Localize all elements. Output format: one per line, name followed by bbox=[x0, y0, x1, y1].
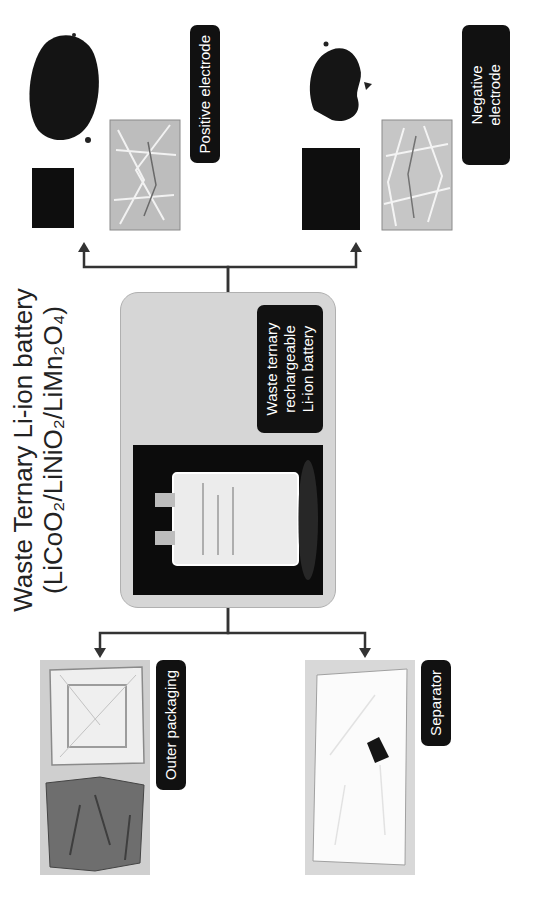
diagram-title: Waste Ternary Li-ion battery (LiCoO₂/LiN… bbox=[8, 260, 68, 640]
component-group: Separator bbox=[305, 660, 451, 875]
component-label: Outer packaging bbox=[156, 660, 186, 790]
anode-photo bbox=[296, 25, 456, 240]
flow-arrow bbox=[228, 242, 362, 292]
battery-photo bbox=[133, 445, 323, 595]
component-label: Positive electrode bbox=[190, 25, 220, 163]
arrow-line bbox=[100, 608, 228, 649]
component-label: Negative electrode bbox=[462, 25, 510, 165]
arrow-head bbox=[359, 648, 371, 658]
separator-photo bbox=[305, 660, 415, 875]
flow-arrow bbox=[228, 608, 371, 658]
component-group: Outer packaging bbox=[40, 660, 186, 875]
arrow-line bbox=[228, 608, 365, 649]
arrow-head bbox=[78, 242, 90, 252]
component-group: Positive electrode bbox=[24, 25, 220, 240]
arrow-line bbox=[84, 251, 228, 292]
flow-arrow bbox=[78, 242, 228, 292]
arrow-line bbox=[228, 251, 356, 292]
component-label: Waste ternary rechargeable Li-ion batter… bbox=[257, 305, 323, 433]
cathode-photo bbox=[24, 25, 184, 240]
flow-arrow bbox=[94, 608, 228, 658]
component-label: Separator bbox=[421, 660, 451, 746]
arrow-head bbox=[94, 648, 106, 658]
battery-group-box: Waste ternary rechargeable Li-ion batter… bbox=[120, 292, 336, 608]
packaging-photo bbox=[40, 660, 150, 875]
arrow-head bbox=[350, 242, 362, 252]
component-group: Negative electrode bbox=[296, 25, 510, 240]
